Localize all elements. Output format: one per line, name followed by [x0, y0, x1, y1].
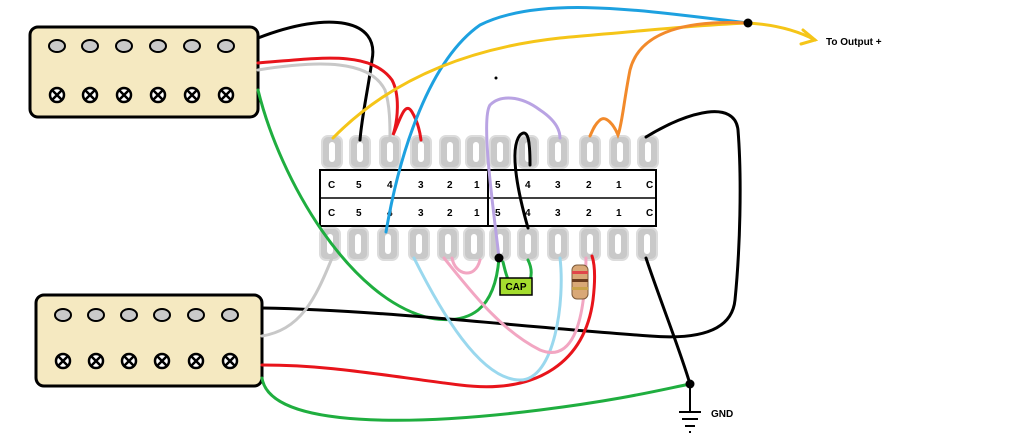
switch-label: 2 [586, 208, 592, 219]
wire-orange [588, 21, 750, 140]
wire-green-cap [501, 258, 533, 282]
wire-white-bridge [260, 256, 334, 338]
switch-label: 3 [418, 208, 424, 219]
switch-label: 3 [555, 180, 561, 191]
wire-lightblue [412, 256, 563, 382]
switch-label: C [646, 180, 653, 191]
switch-label: C [328, 180, 335, 191]
wire-green-bridge [260, 376, 692, 422]
wire-pink-loop [450, 256, 482, 275]
ground-label: GND [711, 409, 733, 420]
bridge-pickup-screws [54, 352, 239, 370]
switch-label: 2 [586, 180, 592, 191]
stray-dot [494, 76, 498, 80]
output-label: To Output + [826, 37, 882, 48]
switch-label: 3 [418, 180, 424, 191]
wire-green-neck [256, 88, 501, 322]
switch-bottom-lugs [319, 227, 658, 261]
output-junction [743, 18, 753, 28]
wire-black-neck [256, 20, 375, 142]
wire-pink [442, 256, 588, 354]
switch-label: 1 [616, 208, 622, 219]
switch-bottom-lug-holes [327, 234, 650, 254]
bridge-pickup [34, 293, 264, 388]
switch-label: 1 [474, 208, 480, 219]
cap-junction [494, 253, 504, 263]
ground-icon [679, 384, 701, 433]
switch-top-lugs [321, 135, 659, 169]
switch-label: 1 [474, 180, 480, 191]
switch-label: 3 [555, 208, 561, 219]
capacitor-label: CAP [505, 282, 526, 293]
wire-red-neck [256, 56, 423, 142]
switch-label: 4 [525, 208, 531, 219]
switch-label: 2 [447, 208, 453, 219]
switch-label: C [328, 208, 335, 219]
switch-label: C [646, 208, 653, 219]
wire-black-ground-top [644, 110, 742, 339]
switch-label: 4 [525, 180, 531, 191]
wire-black-ground-down [644, 256, 692, 386]
switch-label: 5 [356, 180, 362, 191]
switch-label: 5 [495, 180, 501, 191]
wire-black-jumper [513, 131, 532, 230]
resistor [571, 264, 589, 300]
wire-lavender [485, 96, 562, 260]
switch-label: 4 [387, 180, 393, 191]
switch-top-row-labels: C 5 4 3 2 1 5 4 3 2 1 C [328, 180, 653, 191]
output-arrowhead [799, 28, 819, 46]
wire-blue [384, 6, 750, 234]
wire-white-neck [256, 62, 392, 140]
bridge-pickup-poles [54, 308, 239, 322]
switch-label: 1 [616, 180, 622, 191]
neck-pickup [28, 25, 260, 119]
switch-label: 2 [447, 180, 453, 191]
wires [256, 6, 819, 422]
switch-label: 5 [356, 208, 362, 219]
wire-yellow [331, 21, 817, 140]
switch-label: 5 [495, 208, 501, 219]
switch-top-lug-holes [329, 142, 651, 162]
neck-pickup-screws [48, 86, 235, 104]
capacitor: CAP [499, 277, 533, 296]
neck-pickup-poles [48, 39, 235, 53]
wire-black-bridge [260, 306, 652, 338]
wire-red-bridge [260, 254, 597, 389]
